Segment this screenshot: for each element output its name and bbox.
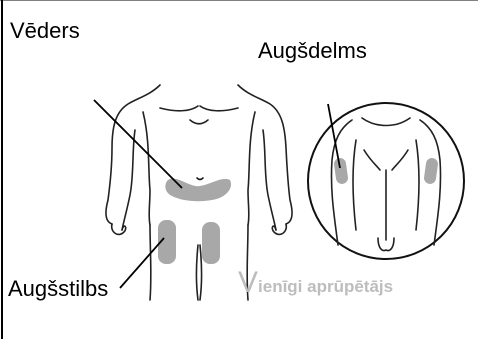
- thigh-pointer: [120, 238, 164, 288]
- caregiver-note-initial: V: [238, 266, 258, 299]
- caregiver-note-text: ienīgi aprūpētājs: [258, 277, 393, 296]
- abdomen-pointer: [94, 100, 182, 188]
- abdomen-label: Vēders: [10, 18, 80, 44]
- thigh-zone-right: [202, 222, 220, 264]
- caregiver-only-note: Vienīgi aprūpētājs: [238, 266, 393, 300]
- thigh-label: Augšstilbs: [8, 276, 108, 302]
- upper-arm-label: Augšdelms: [258, 38, 367, 64]
